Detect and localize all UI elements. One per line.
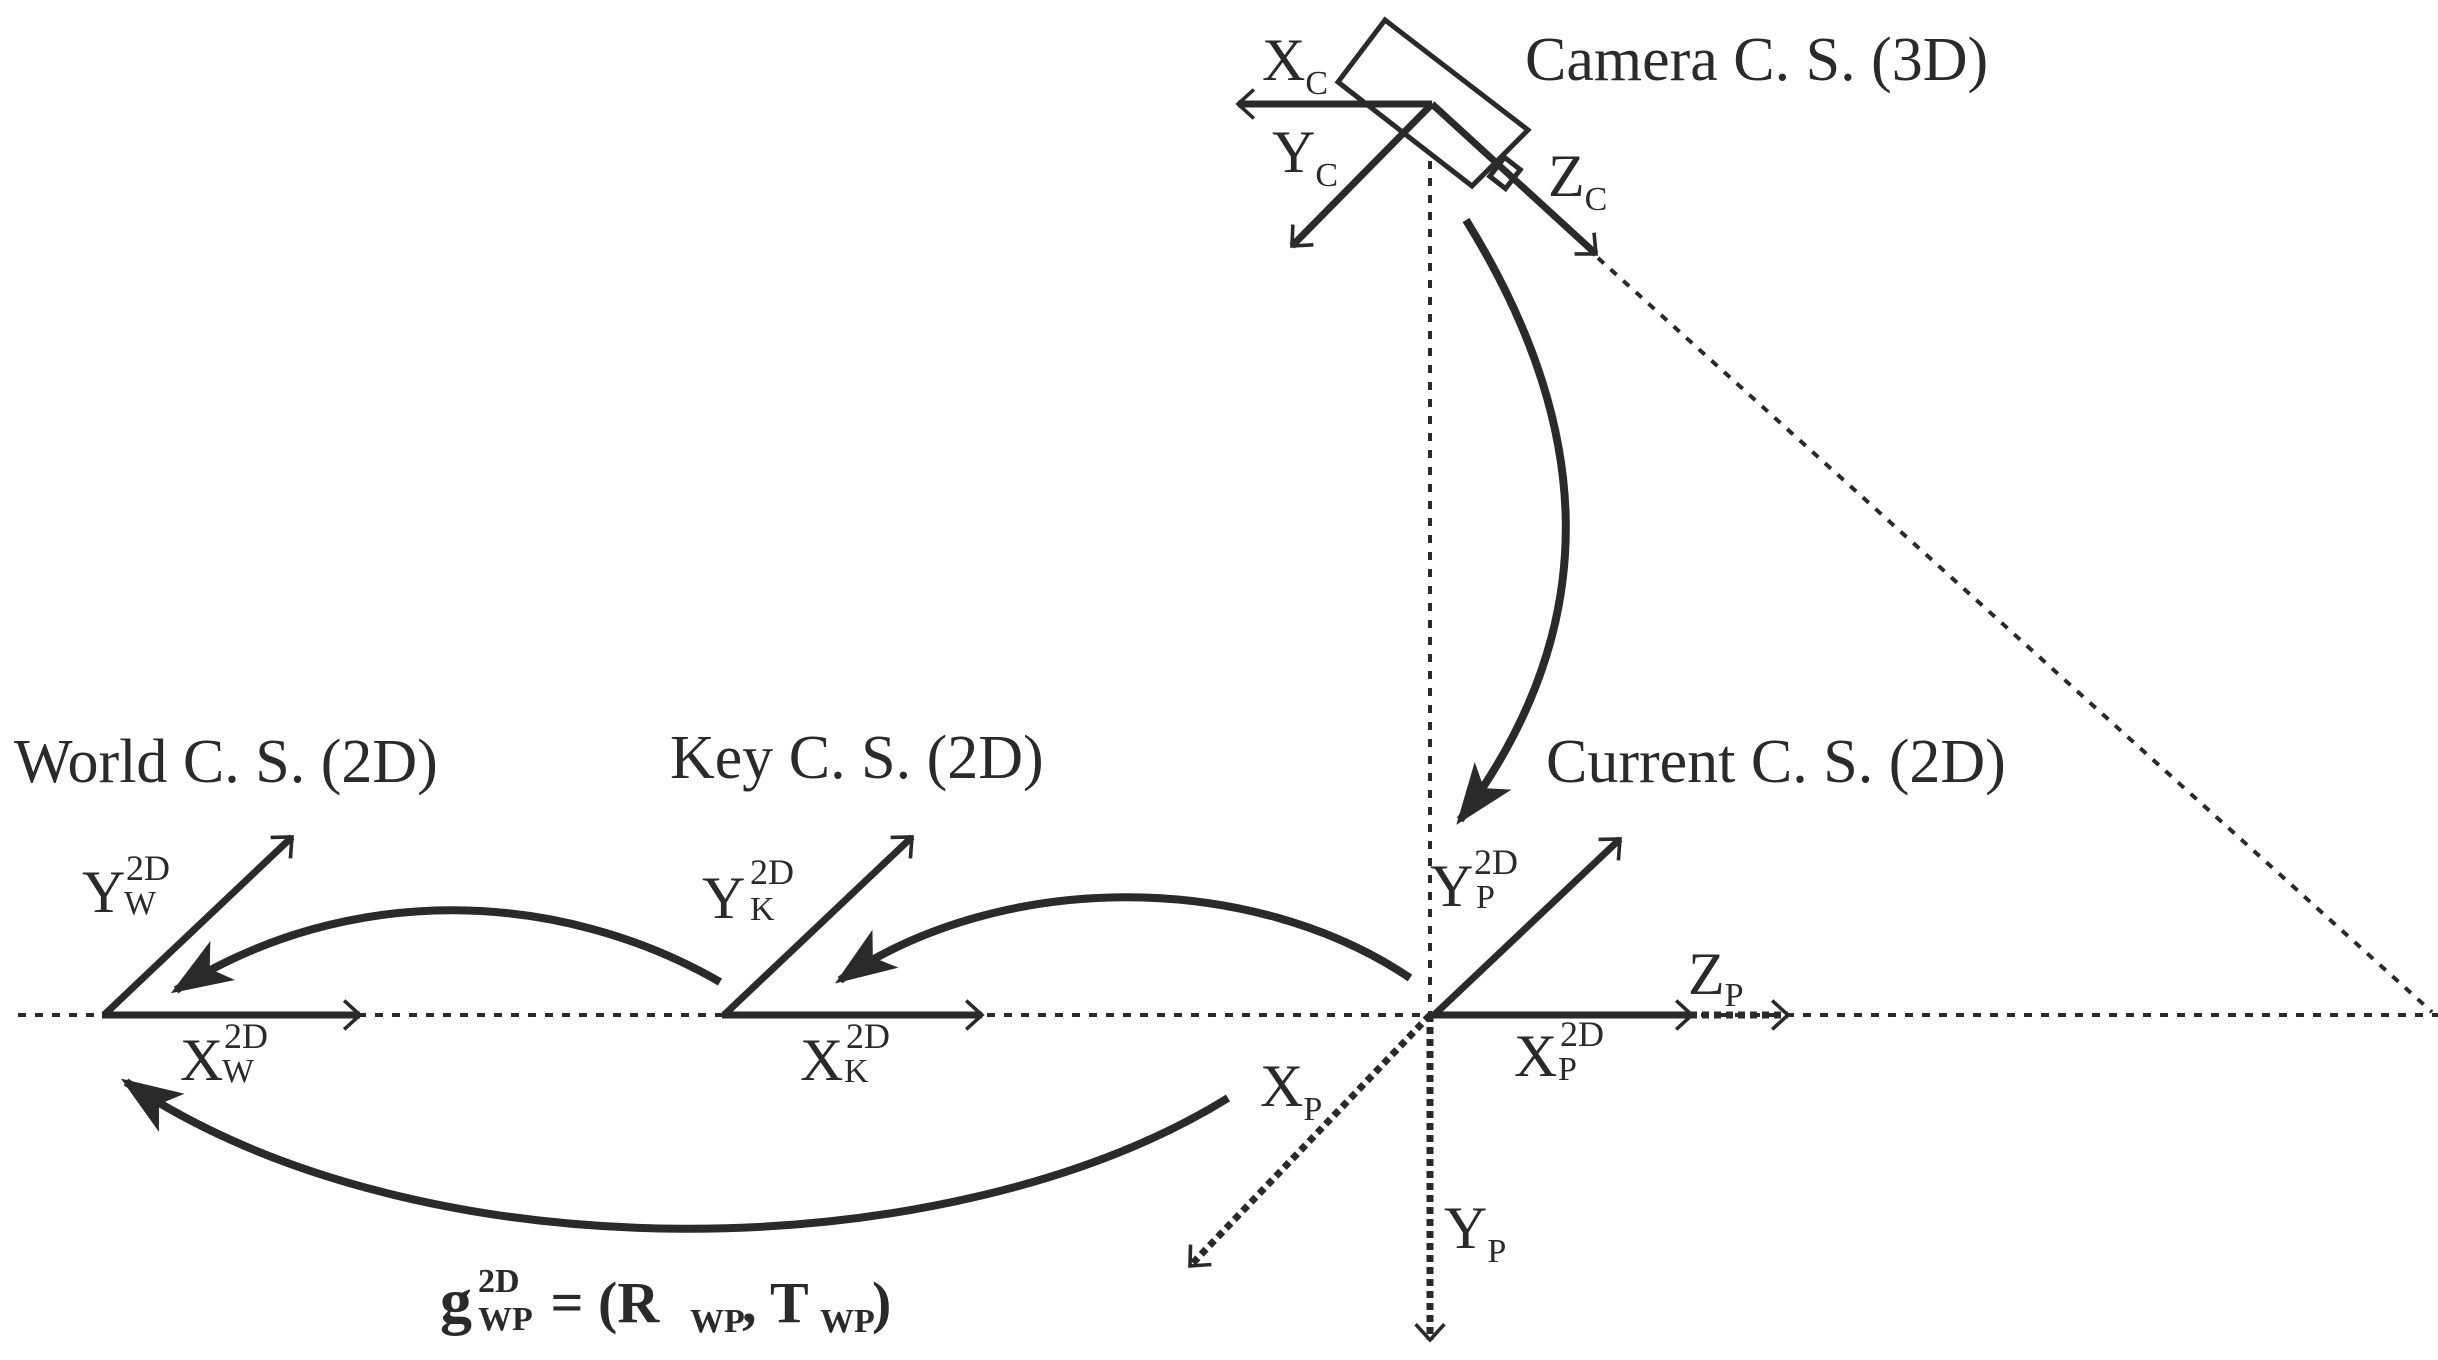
camera-y-label: YC <box>1272 119 1338 194</box>
current-y-label: YP <box>1444 1195 1506 1270</box>
key-y-axis <box>721 834 915 1018</box>
key-y-label: Y 2D K <box>702 852 794 931</box>
current-z-label: ZP <box>1688 941 1744 1014</box>
svg-text:= (R: = (R <box>536 1270 660 1335</box>
current-x2d-label: X 2D P <box>1514 1014 1604 1089</box>
camera-to-current-arc <box>1456 217 1570 825</box>
svg-text:P: P <box>1558 1051 1577 1088</box>
camera-z-label: ZC <box>1548 143 1607 218</box>
current-axes <box>1431 836 1695 1031</box>
svg-text:g: g <box>440 1265 472 1336</box>
svg-text:2D: 2D <box>478 1263 520 1300</box>
key-x-label: X 2D K <box>800 1016 890 1093</box>
svg-text:): ) <box>872 1270 891 1335</box>
world-x-label: X 2D W <box>180 1016 268 1093</box>
world-title: World C. S. (2D) <box>14 728 438 796</box>
svg-text:Y: Y <box>702 865 745 931</box>
svg-text:2D: 2D <box>1560 1014 1604 1054</box>
svg-text:WP: WP <box>820 1303 875 1340</box>
svg-text:, T: , T <box>742 1270 809 1335</box>
key-to-world-arc <box>170 906 722 994</box>
svg-text:2D: 2D <box>750 852 794 892</box>
current-y2d-label: Y 2D P <box>1430 842 1518 919</box>
svg-text:X: X <box>180 1027 223 1093</box>
camera-axes <box>1235 88 1599 257</box>
camera-view-ray <box>1596 256 2434 1014</box>
camera-title: Camera C. S. (3D) <box>1525 26 1988 94</box>
svg-text:K: K <box>844 1053 869 1090</box>
svg-text:X: X <box>800 1027 843 1093</box>
svg-text:P: P <box>1476 879 1495 916</box>
current-x-label: XP <box>1260 1053 1322 1128</box>
camera-x-label: XC <box>1262 27 1328 102</box>
key-title: Key C. S. (2D) <box>670 724 1044 792</box>
camera-y-axis <box>1289 101 1435 249</box>
current-x-axis <box>1187 1012 1433 1269</box>
current-to-key-arc <box>834 893 1413 984</box>
svg-text:2D: 2D <box>126 848 170 888</box>
current-y2d-axis <box>1431 836 1623 1018</box>
key-axes <box>721 834 985 1031</box>
svg-text:K: K <box>750 891 775 928</box>
svg-text:Y: Y <box>1430 853 1473 919</box>
transform-arrows <box>120 217 1570 1233</box>
svg-text:WP: WP <box>478 1301 533 1338</box>
transformation-formula: g 2D WP = (R WP , T WP ) <box>440 1263 891 1340</box>
svg-text:X: X <box>1514 1023 1557 1089</box>
svg-text:2D: 2D <box>846 1016 890 1056</box>
svg-text:2D: 2D <box>1474 842 1518 882</box>
svg-text:2D: 2D <box>224 1016 268 1056</box>
svg-text:W: W <box>222 1053 255 1090</box>
svg-text:W: W <box>124 885 157 922</box>
world-axes <box>101 834 363 1031</box>
current-title: Current C. S. (2D) <box>1546 728 2006 796</box>
world-y-axis <box>101 834 295 1018</box>
svg-text:Y: Y <box>82 859 125 925</box>
world-y-label: Y 2D W <box>82 848 170 925</box>
svg-text:WP: WP <box>690 1303 745 1340</box>
current-to-world-arc <box>120 1078 1231 1233</box>
reference-lines <box>18 110 2438 1017</box>
current-dotted-axes <box>1187 999 1791 1343</box>
camera-z-axis <box>1429 101 1599 257</box>
